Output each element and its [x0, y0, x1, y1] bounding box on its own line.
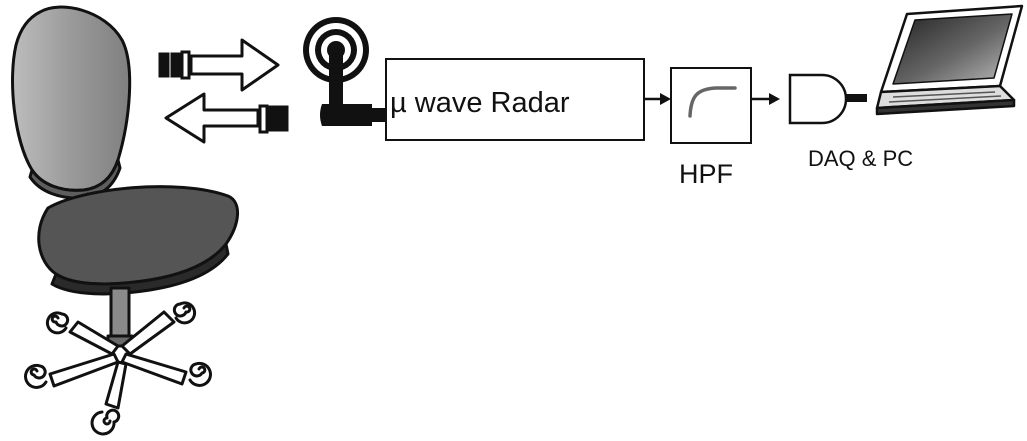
radar-label: µ wave Radar [390, 87, 570, 119]
daq-gate-icon [788, 73, 867, 125]
hpf-label: HPF [679, 159, 733, 189]
wave-in-arrow-icon [164, 92, 289, 144]
daq-label: DAQ & PC [808, 146, 913, 171]
wave-out-arrow-icon [158, 38, 280, 92]
laptop-icon [875, 4, 1024, 116]
antenna-icon [303, 17, 386, 126]
office-chair-icon [11, 5, 239, 436]
hpf-block: HPF [670, 67, 752, 189]
radar-block: µ wave Radar [385, 58, 645, 141]
radar-to-hpf-arrow [644, 93, 671, 105]
highpass-curve-icon [688, 86, 737, 118]
hpf-to-daq-arrow [751, 93, 780, 105]
